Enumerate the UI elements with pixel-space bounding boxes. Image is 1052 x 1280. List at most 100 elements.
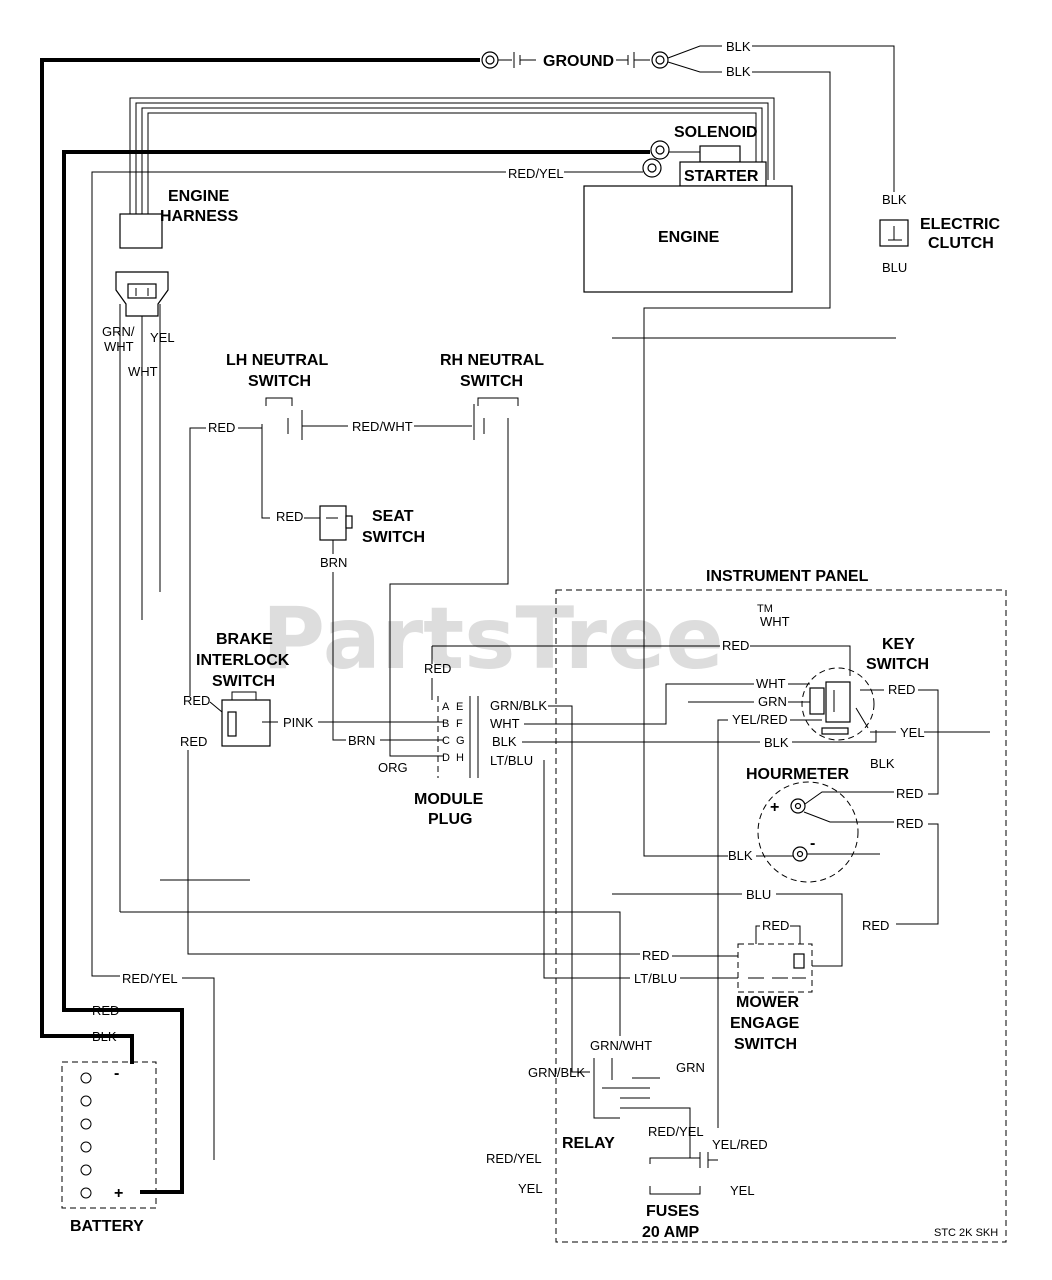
label-grn-key: GRN (758, 694, 787, 709)
wire-blk-hourmeter (643, 71, 831, 857)
label-grn-blk: GRN/BLK (490, 698, 547, 713)
wire-red-brake-bot (187, 750, 640, 955)
module-pin-d: D (442, 752, 450, 764)
wire-red-mower1 (755, 925, 760, 944)
label-red-key: RED (722, 638, 749, 653)
mower-engage-label-2: ENGAGE (730, 1015, 800, 1032)
battery-box (61, 1061, 157, 1209)
label-red-lh: RED (208, 420, 235, 435)
label-brn-module: BRN (348, 733, 375, 748)
label-blu-clutch: BLU (882, 260, 907, 275)
rh-neutral-label-1: RH NEUTRAL (440, 352, 544, 369)
label-red-seat: RED (276, 509, 303, 524)
seat-switch-label-2: SWITCH (362, 529, 425, 546)
harness-wire-4 (147, 112, 757, 214)
seat-switch (319, 505, 353, 541)
wire-red-yel-bot (182, 977, 215, 1160)
instrument-panel-label: INSTRUMENT PANEL (706, 568, 869, 585)
label-wht: WHT (128, 364, 158, 379)
label-blk-key-r: BLK (870, 756, 895, 771)
wire-red-lh-down (189, 427, 206, 696)
label-blk-clutch: BLK (882, 192, 907, 207)
fuses (649, 1152, 718, 1195)
label-lt-blu-mower: LT/BLU (634, 971, 677, 986)
label-yel-red-key: YEL/RED (732, 712, 788, 727)
label-red-mower2: RED (862, 918, 889, 933)
wire-brn-seat-down (332, 572, 346, 741)
label-yel-key-r: YEL (900, 725, 925, 740)
label-blk-b: BLK (726, 64, 751, 79)
ground-label: GROUND (543, 53, 614, 70)
label-red-hr1: RED (896, 786, 923, 801)
seat-switch-label-1: SEAT (372, 508, 414, 525)
mower-engage-label-1: MOWER (736, 994, 800, 1011)
electric-clutch-label-2: CLUTCH (928, 235, 994, 252)
label-grn-wht-relay: GRN/WHT (590, 1038, 652, 1053)
wire-yel-red-key (717, 719, 728, 1128)
hourmeter-label: HOURMETER (746, 766, 850, 783)
wire-blk-key (792, 730, 877, 743)
label-yel-right: YEL (730, 1183, 755, 1198)
wire-red-hr2 (803, 811, 894, 823)
hourmeter-plus: + (770, 799, 779, 816)
label-red-brake-bot: RED (180, 734, 207, 749)
brake-label-3: SWITCH (212, 673, 275, 690)
label-red-batt: RED (92, 1003, 119, 1018)
module-pin-a: A (442, 701, 450, 713)
relay-label: RELAY (562, 1135, 615, 1152)
wire-red-hr1 (804, 791, 894, 805)
module-pin-b: B (442, 718, 449, 730)
label-brn-seat: BRN (320, 555, 347, 570)
wire-wht-mod (524, 683, 754, 725)
engine-label: ENGINE (658, 229, 720, 246)
label-red-key-r: RED (888, 682, 915, 697)
harness-wire-2 (135, 102, 769, 214)
instrument-panel-border (555, 589, 1007, 1243)
module-pin-f: F (456, 718, 463, 730)
wire-red-key-r-down (918, 689, 939, 795)
fuses-label-2: 20 AMP (642, 1224, 700, 1241)
harness-wire-3 (141, 107, 763, 214)
hourmeter-minus: - (810, 835, 815, 852)
battery-plus: + (114, 1185, 123, 1202)
mower-engage-label-3: SWITCH (734, 1036, 797, 1053)
mower-engage-switch (737, 943, 813, 993)
engine-harness-label-2: HARNESS (160, 208, 239, 225)
wire-red-brake-top (209, 701, 223, 713)
relay (593, 1058, 660, 1119)
watermark-tm: TM (757, 603, 773, 615)
wire-blk-b (667, 61, 722, 73)
module-pin-e: E (456, 701, 463, 713)
label-yel-left: YEL (518, 1181, 543, 1196)
label-blk-mod: BLK (492, 734, 517, 749)
wire-red-seat (261, 432, 270, 519)
label-grn-relay: GRN (676, 1060, 705, 1075)
label-blk-key: BLK (764, 735, 789, 750)
watermark: PartsTree (262, 589, 724, 689)
starter-box (679, 161, 767, 187)
lh-neutral-label-2: SWITCH (248, 373, 311, 390)
label-red-mower1: RED (762, 918, 789, 933)
drawing-code: STC 2K SKH (934, 1227, 998, 1239)
wire-lt-blu-mod (543, 760, 630, 979)
battery-negative-cable (40, 58, 480, 1064)
battery-label: BATTERY (70, 1218, 144, 1235)
label-blu-mid: BLU (746, 887, 771, 902)
harness-mating-connector (115, 271, 169, 317)
label-yel: YEL (150, 330, 175, 345)
engine-harness-connector (119, 213, 163, 249)
lh-neutral-switch (261, 397, 303, 440)
label-lt-blu-mod: LT/BLU (490, 753, 533, 768)
label-red-yel-left: RED/YEL (486, 1151, 542, 1166)
label-blk-batt: BLK (92, 1029, 117, 1044)
rh-neutral-switch (473, 397, 519, 440)
label-red-hr2: RED (896, 816, 923, 831)
engine-harness-label-1: ENGINE (168, 188, 230, 205)
label-grn-wht-1: GRN/ (102, 324, 135, 339)
label-blk-hr: BLK (728, 848, 753, 863)
starter-label: STARTER (684, 168, 759, 185)
key-switch (801, 667, 875, 741)
solenoid-body (699, 145, 741, 163)
wire-red-yel-harness (91, 171, 506, 977)
